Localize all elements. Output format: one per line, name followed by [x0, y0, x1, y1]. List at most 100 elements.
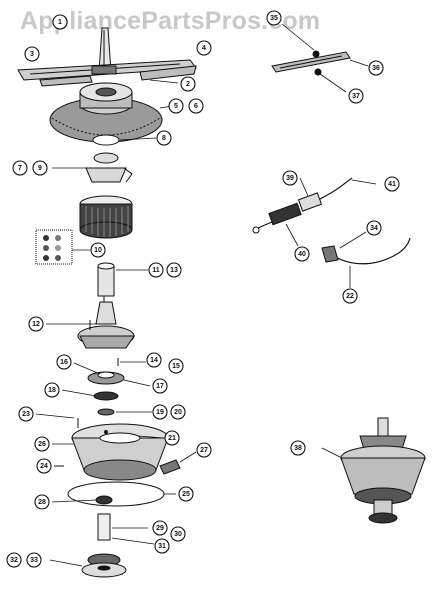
- callout-22: 22: [342, 288, 358, 304]
- callout-circle: [32, 160, 48, 176]
- callout-19: 19: [152, 404, 168, 420]
- callout-label: 32: [10, 557, 18, 564]
- bearing-washer: [93, 391, 119, 401]
- callout-label: 5: [174, 103, 178, 110]
- callout-circle: [44, 382, 60, 398]
- callout-circle: [366, 220, 382, 236]
- callout-circle: [178, 486, 194, 502]
- seal-assembly: [87, 371, 125, 385]
- impeller-housing: [77, 301, 135, 349]
- callout-circle: [36, 458, 52, 474]
- callout-41: 41: [384, 176, 400, 192]
- callout-circle: [282, 170, 298, 186]
- callout-circle: [196, 40, 212, 56]
- callout-39: 39: [282, 170, 298, 186]
- callout-9: 9: [32, 160, 48, 176]
- callout-circle: [188, 98, 204, 114]
- motor-coupling: [97, 513, 111, 541]
- callout-label: 12: [32, 321, 40, 328]
- callout-circle: [154, 538, 170, 554]
- callout-circle: [166, 262, 182, 278]
- callout-circle: [90, 242, 106, 258]
- drive-shaft: [97, 262, 115, 302]
- callout-label: 3: [30, 51, 34, 58]
- filter-screen: [79, 195, 133, 239]
- callout-label: 34: [370, 225, 378, 232]
- callout-27: 27: [196, 442, 212, 458]
- callout-circle: [384, 176, 400, 192]
- callout-circle: [196, 442, 212, 458]
- ring-seal: [92, 134, 120, 146]
- callout-21: 21: [164, 430, 180, 446]
- callout-20: 20: [170, 404, 186, 420]
- callout-30: 30: [170, 526, 186, 542]
- callout-label: 26: [38, 441, 46, 448]
- callout-label: 40: [298, 251, 306, 258]
- callout-label: 9: [38, 165, 42, 172]
- callout-circle: [18, 406, 34, 422]
- callout-40: 40: [294, 246, 310, 262]
- pump-body: [71, 423, 169, 481]
- callout-label: 20: [174, 409, 182, 416]
- callout-32: 32: [6, 552, 22, 568]
- callout-label: 30: [174, 531, 182, 538]
- callout-circle: [368, 60, 384, 76]
- callout-circle: [34, 436, 50, 452]
- callout-33: 33: [26, 552, 42, 568]
- callout-circle: [156, 130, 172, 146]
- callout-label: 29: [156, 525, 164, 532]
- callout-label: 18: [48, 387, 56, 394]
- callout-1: 1: [52, 14, 68, 30]
- callout-17: 17: [152, 378, 168, 394]
- callout-circle: [168, 98, 184, 114]
- callout-circle: [170, 404, 186, 420]
- callout-circle: [152, 520, 168, 536]
- callout-label: 13: [170, 267, 178, 274]
- callout-14: 14: [146, 352, 162, 368]
- callout-label: 19: [156, 409, 164, 416]
- callout-label: 17: [156, 383, 164, 390]
- callout-label: 6: [194, 103, 198, 110]
- callout-circle: [342, 288, 358, 304]
- callout-15: 15: [168, 358, 184, 374]
- callout-26: 26: [34, 436, 50, 452]
- callout-label: 33: [30, 557, 38, 564]
- callout-31: 31: [154, 538, 170, 554]
- callout-5: 5: [168, 98, 184, 114]
- callout-12: 12: [28, 316, 44, 332]
- pump-hub-gear: [49, 82, 163, 143]
- callout-circle: [152, 404, 168, 420]
- callout-38: 38: [290, 440, 306, 456]
- callout-circle: [52, 14, 68, 30]
- callout-8: 8: [156, 130, 172, 146]
- callout-label: 27: [200, 447, 208, 454]
- callout-circle: [146, 352, 162, 368]
- callout-circle: [148, 262, 164, 278]
- callout-label: 7: [18, 165, 22, 172]
- callout-label: 8: [162, 135, 166, 142]
- drain-hose: [321, 237, 411, 265]
- callout-label: 1: [58, 19, 62, 26]
- callout-10: 10: [90, 242, 106, 258]
- callout-label: 41: [388, 181, 396, 188]
- callout-label: 23: [22, 411, 30, 418]
- clip: [159, 459, 181, 475]
- callout-circle: [180, 76, 196, 92]
- base-plate: [67, 481, 165, 507]
- callout-23: 23: [18, 406, 34, 422]
- callout-36: 36: [368, 60, 384, 76]
- callout-34: 34: [366, 220, 382, 236]
- callout-2: 2: [180, 76, 196, 92]
- callout-circle: [56, 354, 72, 370]
- callout-circle: [152, 378, 168, 394]
- callout-label: 24: [40, 463, 48, 470]
- callout-circle: [266, 10, 282, 26]
- callout-label: 11: [152, 267, 160, 274]
- callout-circle: [6, 552, 22, 568]
- callout-circle: [24, 46, 40, 62]
- callout-label: 35: [270, 15, 278, 22]
- callout-25: 25: [178, 486, 194, 502]
- callout-circle: [34, 494, 50, 510]
- callout-label: 21: [168, 435, 176, 442]
